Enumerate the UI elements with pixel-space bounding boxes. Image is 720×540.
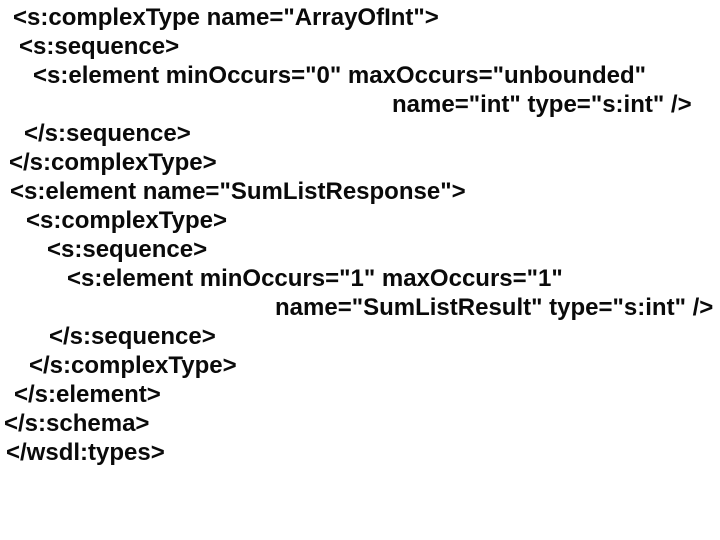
code-line: </s:sequence> <box>49 323 216 350</box>
code-line: </s:schema> <box>4 410 150 437</box>
code-line: </s:element> <box>14 381 161 408</box>
code-line: </s:sequence> <box>24 120 191 147</box>
code-line: <s:element name="SumListResponse"> <box>10 178 466 205</box>
code-line: <s:complexType> <box>26 207 227 234</box>
code-line: <s:sequence> <box>19 33 180 60</box>
code-line: <s:complexType name="ArrayOfInt"> <box>13 4 439 31</box>
code-line: name="int" type="s:int" /> <box>392 91 692 118</box>
code-line: <s:sequence> <box>47 236 208 263</box>
code-line: </s:complexType> <box>29 352 237 379</box>
code-line: <s:element minOccurs="1" maxOccurs="1" <box>67 265 563 292</box>
code-line: </s:complexType> <box>9 149 217 176</box>
code-block: <s:complexType name="ArrayOfInt"><s:sequ… <box>0 3 720 467</box>
code-line: </wsdl:types> <box>6 439 165 466</box>
code-line: name="SumListResult" type="s:int" /> <box>275 294 714 321</box>
code-line: <s:element minOccurs="0" maxOccurs="unbo… <box>33 62 647 89</box>
